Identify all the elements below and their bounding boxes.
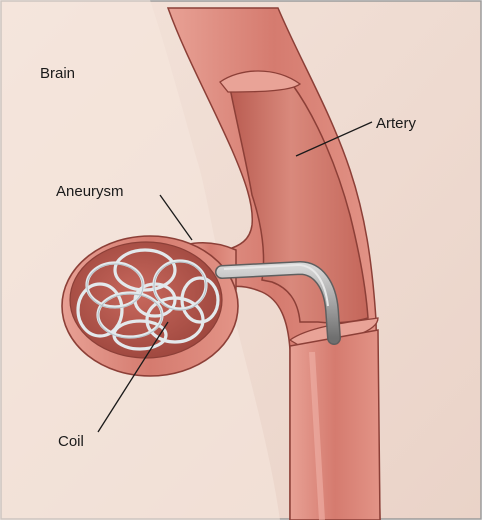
artery-label: Artery <box>376 115 417 132</box>
artery-lower-segment <box>290 330 380 520</box>
brain-label: Brain <box>40 65 75 82</box>
coil-label: Coil <box>58 433 84 450</box>
aneurysm-label: Aneurysm <box>56 183 124 200</box>
